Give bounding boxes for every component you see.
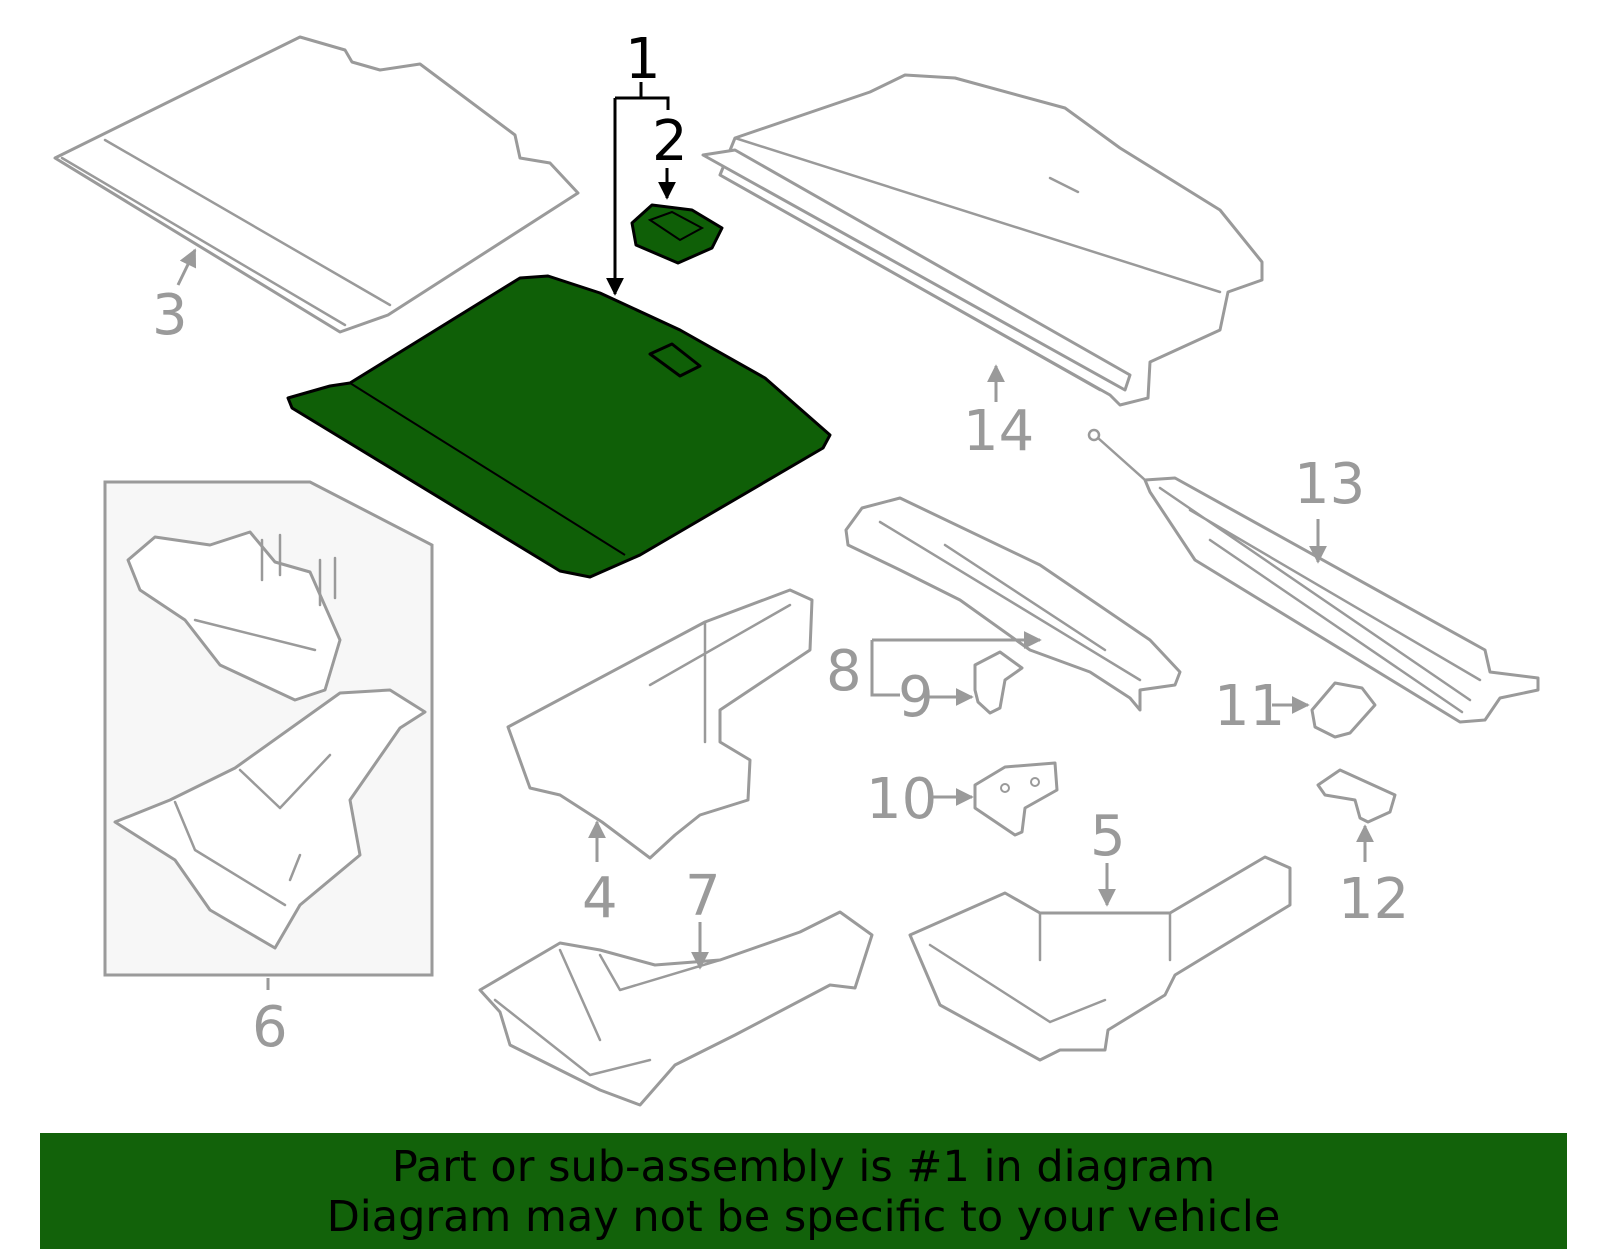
callout-13: 13 (1294, 452, 1365, 564)
callout-9: 9 (898, 665, 974, 730)
part-14-luggage-cover (701, 73, 1264, 407)
svg-text:8: 8 (826, 639, 862, 704)
part-7-tray (478, 910, 874, 1107)
svg-text:5: 5 (1090, 804, 1126, 869)
callout-14: 14 (963, 364, 1034, 464)
part-12-clip (1316, 768, 1397, 824)
svg-text:11: 11 (1214, 674, 1285, 739)
callout-4: 4 (582, 820, 618, 931)
svg-text:10: 10 (866, 767, 937, 832)
part-2-cover (630, 203, 724, 265)
part-5-tray (908, 855, 1292, 1062)
callout-6: 6 (252, 978, 288, 1060)
part-11-clip (1310, 681, 1377, 739)
svg-text:2: 2 (652, 109, 688, 174)
part-10-bracket (973, 761, 1059, 837)
callout-5: 5 (1090, 804, 1126, 907)
part-13-cargo-net (1087, 428, 1540, 724)
svg-text:14: 14 (963, 399, 1034, 464)
svg-text:9: 9 (898, 665, 934, 730)
svg-text:3: 3 (152, 283, 188, 348)
callout-1: 1 (606, 27, 670, 296)
part-1-load-floor-assembly (286, 274, 832, 579)
banner-line-2: Diagram may not be specific to your vehi… (326, 1192, 1281, 1242)
banner-line-1: Part or sub-assembly is #1 in diagram (391, 1142, 1216, 1192)
callout-11: 11 (1214, 674, 1310, 739)
part-6-storage-group (103, 480, 434, 977)
callout-10: 10 (866, 767, 974, 832)
svg-text:13: 13 (1294, 452, 1365, 517)
svg-text:7: 7 (685, 864, 721, 929)
svg-text:6: 6 (252, 995, 288, 1060)
svg-text:4: 4 (582, 866, 618, 931)
callout-2: 2 (652, 109, 688, 200)
svg-text:12: 12 (1338, 867, 1409, 932)
part-8-trim-rail (844, 496, 1182, 712)
callout-8: 8 (826, 631, 1042, 704)
part-3-load-floor (53, 35, 580, 334)
svg-text:1: 1 (625, 27, 661, 92)
callout-3: 3 (152, 248, 197, 348)
disclaimer-banner: Part or sub-assembly is #1 in diagram Di… (40, 1133, 1567, 1249)
part-4-side-trim (506, 588, 814, 860)
callout-7: 7 (685, 864, 721, 970)
callout-12: 12 (1338, 824, 1409, 932)
part-9-bracket (973, 650, 1024, 715)
